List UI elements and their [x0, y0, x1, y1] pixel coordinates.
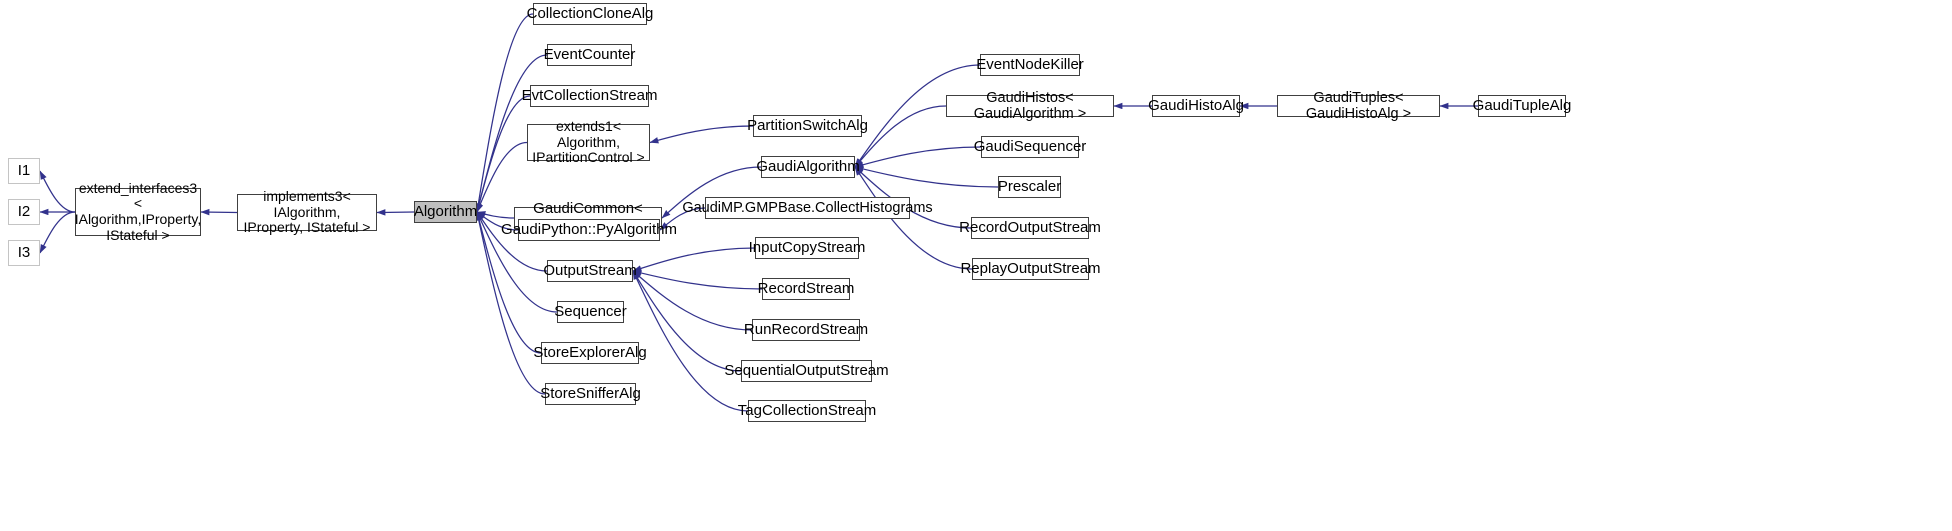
class-node-label: GaudiHistos< GaudiAlgorithm >: [973, 89, 1087, 122]
class-node-label: I2: [17, 202, 31, 220]
class-node-label: extends1< Algorithm, IPartitionControl >: [532, 118, 645, 166]
class-node-GaudiTupleAlg[interactable]: GaudiTupleAlg: [1473, 95, 1571, 117]
class-node-GaudiAlgorithm[interactable]: GaudiAlgorithm: [756, 156, 860, 178]
edge-PartitionSwitchAlg-to-extends1: [649, 125, 754, 144]
class-node-label: GaudiHistoAlg: [1148, 96, 1244, 114]
edge-RunRecordStream-to-OutputStream: [632, 270, 753, 331]
edge-GaudiCommon-to-Algorithm: [476, 211, 515, 219]
class-node-EventNodeKiller[interactable]: EventNodeKiller: [976, 54, 1084, 76]
class-node-label: RunRecordStream: [743, 320, 869, 338]
class-node-Sequencer[interactable]: Sequencer: [554, 301, 627, 323]
edge-Prescaler-to-GaudiAlgorithm: [854, 165, 999, 188]
class-node-extends1[interactable]: extends1< Algorithm, IPartitionControl >: [527, 118, 650, 165]
class-node-GaudiMPCollectHistograms[interactable]: GaudiMP.GMPBase.CollectHistograms: [682, 197, 933, 219]
class-node-GaudiSequencer[interactable]: GaudiSequencer: [974, 136, 1086, 158]
class-node-label: EventNodeKiller: [976, 55, 1084, 73]
class-node-label: OutputStream: [543, 261, 637, 279]
edge-GaudiSequencer-to-GaudiAlgorithm: [854, 146, 982, 168]
class-node-label: GaudiTupleAlg: [1472, 96, 1572, 114]
class-node-label: RecordOutputStream: [959, 218, 1101, 236]
class-node-label: TagCollectionStream: [737, 401, 877, 419]
class-node-SequentialOutputStream[interactable]: SequentialOutputStream: [724, 360, 889, 382]
class-node-RecordStream[interactable]: RecordStream: [758, 278, 854, 300]
class-node-label: ReplayOutputStream: [960, 259, 1101, 277]
class-node-StoreSnifferAlg[interactable]: StoreSnifferAlg: [540, 383, 641, 405]
class-node-label: StoreSnifferAlg: [540, 384, 641, 402]
class-node-GaudiTuples[interactable]: GaudiTuples< GaudiHistoAlg >: [1277, 90, 1440, 122]
class-node-ReplayOutputStream[interactable]: ReplayOutputStream: [960, 258, 1101, 280]
edge-extend_interfaces3-to-I1: [39, 170, 76, 213]
class-node-TagCollectionStream[interactable]: TagCollectionStream: [738, 400, 876, 422]
edge-Algorithm-to-implements3: [376, 209, 415, 216]
class-node-RunRecordStream[interactable]: RunRecordStream: [744, 319, 868, 341]
class-node-extend_interfaces3[interactable]: extend_interfaces3 < IAlgorithm,IPropert…: [75, 180, 202, 243]
class-node-label: GaudiSequencer: [973, 137, 1087, 155]
class-node-Algorithm[interactable]: Algorithm: [414, 201, 477, 223]
edge-extend_interfaces3-to-I3: [39, 211, 76, 254]
class-node-label: SequentialOutputStream: [724, 361, 889, 379]
class-node-InputCopyStream[interactable]: InputCopyStream: [749, 237, 865, 259]
class-node-label: Algorithm: [413, 202, 478, 220]
class-node-I1[interactable]: I1: [8, 158, 40, 184]
edge-SequentialOutputStream-to-OutputStream: [632, 270, 742, 372]
class-node-label: EventCounter: [543, 45, 636, 63]
class-node-label: EvtCollectionStream: [521, 86, 658, 104]
class-node-OutputStream[interactable]: OutputStream: [543, 260, 637, 282]
class-node-PartitionSwitchAlg[interactable]: PartitionSwitchAlg: [747, 115, 868, 137]
edge-implements3-to-extend_interfaces3: [200, 208, 238, 216]
class-node-implements3[interactable]: implements3< IAlgorithm, IProperty, ISta…: [237, 188, 377, 235]
class-node-label: GaudiTuples< GaudiHistoAlg >: [1305, 89, 1412, 122]
class-node-RecordOutputStream[interactable]: RecordOutputStream: [959, 217, 1101, 239]
class-node-label: RecordStream: [757, 279, 855, 297]
class-node-EventCounter[interactable]: EventCounter: [544, 44, 635, 66]
class-node-label: GaudiPython::PyAlgorithm: [501, 220, 677, 238]
class-node-label: extend_interfaces3 < IAlgorithm,IPropert…: [74, 179, 202, 243]
class-node-label: implements3< IAlgorithm, IProperty, ISta…: [243, 188, 371, 236]
class-node-I2[interactable]: I2: [8, 199, 40, 225]
class-node-label: Sequencer: [554, 302, 627, 320]
edge-EvtCollectionStream-to-Algorithm: [476, 95, 531, 213]
class-node-GaudiHistos[interactable]: GaudiHistos< GaudiAlgorithm >: [946, 90, 1114, 122]
class-node-I3[interactable]: I3: [8, 240, 40, 266]
class-node-GaudiPythonPyAlgorithm[interactable]: GaudiPython::PyAlgorithm: [501, 219, 677, 241]
class-node-GaudiHistoAlg[interactable]: GaudiHistoAlg: [1148, 95, 1244, 117]
class-node-label: GaudiMP.GMPBase.CollectHistograms: [682, 199, 933, 216]
class-node-Prescaler[interactable]: Prescaler: [998, 176, 1061, 198]
class-node-label: I3: [17, 243, 31, 261]
class-node-label: CollectionCloneAlg: [526, 4, 654, 22]
class-node-StoreExplorerAlg[interactable]: StoreExplorerAlg: [533, 342, 647, 364]
class-node-label: GaudiAlgorithm: [756, 157, 860, 175]
class-node-label: StoreExplorerAlg: [533, 343, 647, 361]
edge-CollectionCloneAlg-to-Algorithm: [475, 13, 534, 213]
class-node-CollectionCloneAlg[interactable]: CollectionCloneAlg: [527, 3, 653, 25]
edge-RecordStream-to-OutputStream: [632, 269, 763, 290]
class-node-label: InputCopyStream: [748, 238, 866, 256]
edge-InputCopyStream-to-OutputStream: [632, 247, 756, 272]
class-node-label: PartitionSwitchAlg: [747, 116, 868, 134]
edge-TagCollectionStream-to-OutputStream: [632, 270, 749, 412]
class-node-EvtCollectionStream[interactable]: EvtCollectionStream: [522, 85, 657, 107]
class-node-label: Prescaler: [997, 177, 1062, 195]
class-node-label: I1: [17, 161, 31, 179]
edge-GaudiHistos-to-GaudiAlgorithm: [854, 105, 947, 168]
